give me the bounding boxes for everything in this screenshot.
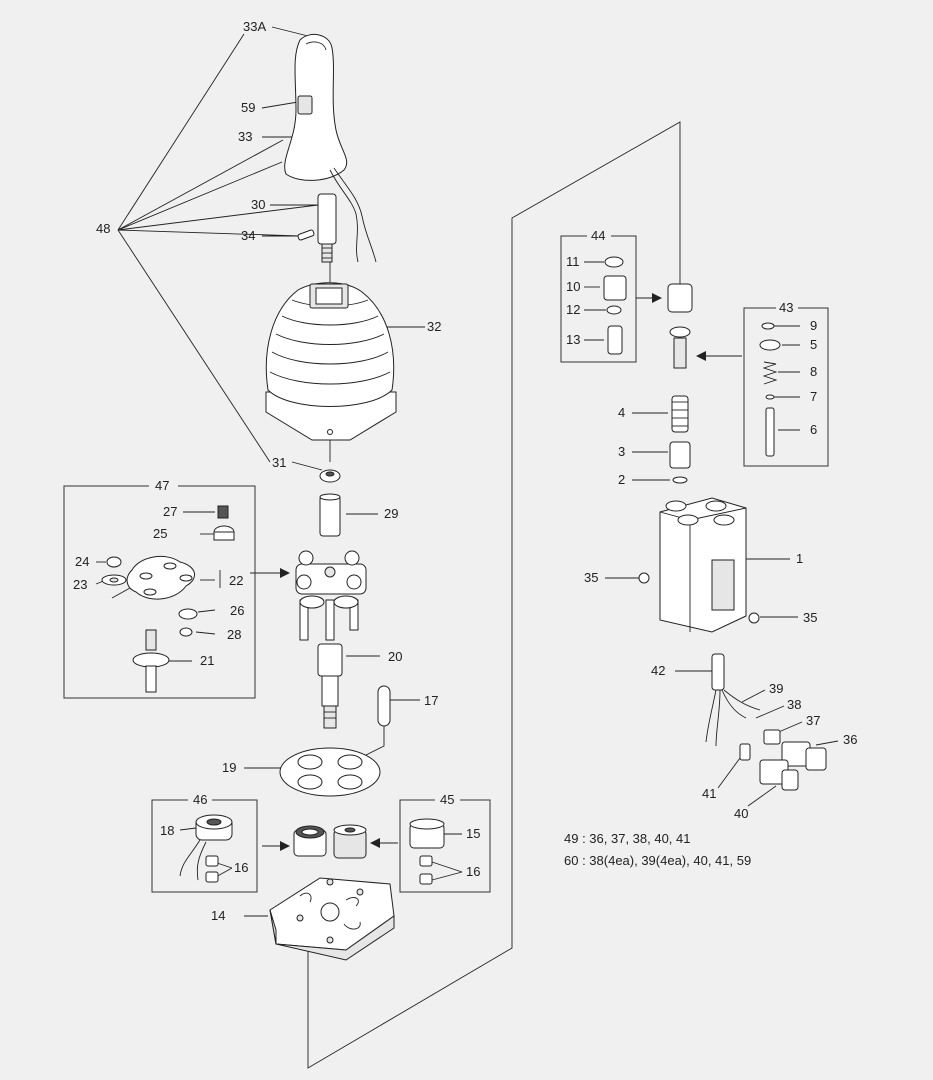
label-39: 39 — [769, 681, 784, 696]
part-19 — [279, 747, 381, 797]
label-12: 12 — [566, 302, 581, 317]
part-30 — [317, 193, 337, 263]
label-10: 10 — [566, 279, 581, 294]
label-2: 2 — [618, 472, 626, 487]
label-46: 46 — [193, 792, 208, 807]
label-35-right: 35 — [803, 610, 818, 625]
label-3: 3 — [618, 444, 626, 459]
label-27: 27 — [163, 504, 178, 519]
label-13: 13 — [566, 332, 581, 347]
label-14: 14 — [211, 908, 226, 923]
label-34: 34 — [241, 228, 256, 243]
label-45: 45 — [440, 792, 455, 807]
label-31: 31 — [272, 455, 287, 470]
label-23: 23 — [73, 577, 88, 592]
group-43-parts — [759, 322, 781, 457]
note-60: 60 : 38(4ea), 39(4ea), 40, 41, 59 — [564, 853, 752, 868]
part-20 — [317, 643, 343, 729]
label-43: 43 — [779, 300, 794, 315]
note-49: 49 : 36, 37, 38, 40, 41 — [564, 831, 691, 846]
label-7: 7 — [810, 389, 818, 404]
label-25: 25 — [153, 526, 168, 541]
label-32: 32 — [427, 319, 442, 334]
label-47: 47 — [155, 478, 170, 493]
label-11: 11 — [566, 254, 580, 269]
label-4: 4 — [618, 405, 626, 420]
valve-stack — [667, 283, 693, 484]
label-19: 19 — [222, 760, 237, 775]
label-9: 9 — [810, 318, 818, 333]
label-40: 40 — [734, 806, 749, 821]
part-34 — [297, 229, 315, 241]
label-44: 44 — [591, 228, 606, 243]
label-37: 37 — [806, 713, 821, 728]
part-32-boot — [265, 282, 397, 441]
group-45-parts — [409, 818, 445, 885]
label-38: 38 — [787, 697, 802, 712]
label-1: 1 — [796, 551, 804, 566]
label-30: 30 — [251, 197, 266, 212]
label-28: 28 — [227, 627, 242, 642]
label-18: 18 — [160, 823, 175, 838]
part-14 — [269, 877, 395, 961]
label-36: 36 — [843, 732, 858, 747]
wiring-harness — [705, 653, 827, 791]
label-6: 6 — [810, 422, 818, 437]
part-17 — [351, 685, 391, 763]
label-26: 26 — [230, 603, 245, 618]
joystick-handle — [284, 33, 377, 263]
label-42: 42 — [651, 663, 666, 678]
label-24: 24 — [75, 554, 90, 569]
label-22: 22 — [229, 573, 244, 588]
group-44-parts — [603, 256, 627, 355]
part-31 — [319, 469, 341, 483]
label-59: 59 — [241, 100, 256, 115]
label-17: 17 — [424, 693, 439, 708]
center-cartridges — [293, 824, 367, 859]
label-8: 8 — [810, 364, 818, 379]
group-46-parts — [179, 814, 233, 883]
label-16-right: 16 — [466, 864, 481, 879]
label-41: 41 — [702, 786, 717, 801]
label-33A: 33A — [243, 19, 267, 34]
part-29 — [319, 495, 341, 537]
part-1-valve-body — [638, 497, 760, 633]
label-15: 15 — [466, 826, 481, 841]
label-20: 20 — [388, 649, 403, 664]
label-35-left: 35 — [584, 570, 599, 585]
label-16-left: 16 — [234, 860, 249, 875]
group-boxes — [63, 235, 829, 893]
label-21: 21 — [200, 653, 215, 668]
group-47-parts — [101, 505, 235, 693]
label-48: 48 — [96, 221, 111, 236]
plate-assembly — [295, 550, 367, 641]
label-29: 29 — [384, 506, 399, 521]
label-33: 33 — [238, 129, 253, 144]
label-5: 5 — [810, 337, 818, 352]
